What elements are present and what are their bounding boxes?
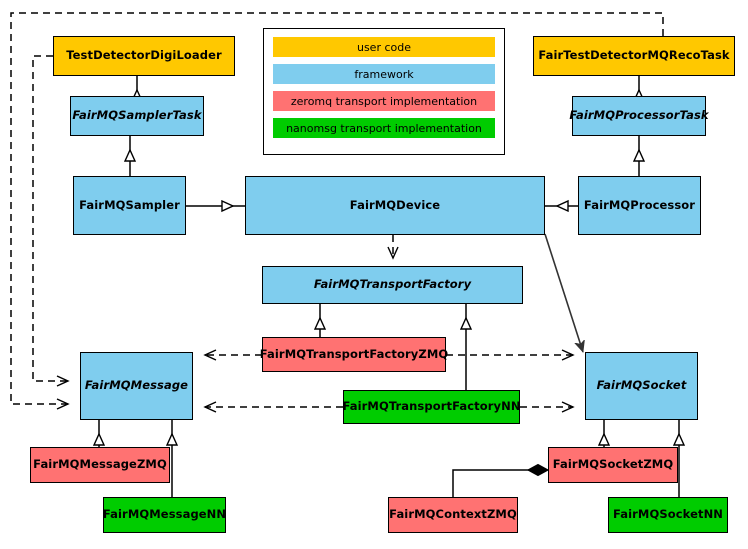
class-node-label: FairTestDetectorMQRecoTask	[538, 48, 730, 63]
class-node-fairmqsamplertask[interactable]: FairMQSamplerTask	[70, 96, 204, 136]
class-node-label: FairMQTransportFactoryNN	[342, 399, 521, 414]
class-node-fairmqsampler[interactable]: FairMQSampler	[73, 176, 186, 235]
class-node-fairmqtransportfactoryzmq[interactable]: FairMQTransportFactoryZMQ	[259, 337, 449, 372]
class-node-label: FairMQMessage	[84, 378, 189, 393]
class-node-label: FairMQProcessorTask	[569, 108, 709, 123]
class-node-label: TestDetectorDigiLoader	[66, 48, 222, 63]
class-node-label: FairMQSocketZMQ	[552, 457, 674, 472]
class-node-label: FairMQSamplerTask	[72, 108, 202, 123]
legend: user code framework zeromq transport imp…	[263, 28, 505, 155]
class-node-fairtestdetectormqrecotask[interactable]: FairTestDetectorMQRecoTask	[533, 36, 735, 76]
class-node-fairmqmessagenn[interactable]: FairMQMessageNN	[103, 497, 226, 533]
class-node-label: FairMQSocketNN	[612, 507, 724, 522]
class-node-label: FairMQDevice	[349, 197, 441, 212]
class-node-fairmqprocessortask[interactable]: FairMQProcessorTask	[569, 96, 709, 136]
class-node-fairmqmessagezmq[interactable]: FairMQMessageZMQ	[30, 447, 170, 483]
legend-label-user-code: user code	[356, 40, 412, 54]
class-node-fairmqsocketnn[interactable]: FairMQSocketNN	[608, 497, 728, 533]
class-node-fairmqtransportfactory[interactable]: FairMQTransportFactory	[262, 266, 523, 304]
edge-device-to-socket	[544, 233, 583, 352]
class-node-label: FairMQSampler	[79, 197, 180, 212]
class-node-testdetectordigiloader[interactable]: TestDetectorDigiLoader	[53, 36, 235, 76]
legend-item-framework: framework	[273, 64, 495, 84]
legend-label-zeromq: zeromq transport implementation	[290, 94, 478, 108]
class-node-fairmqsocketzmq[interactable]: FairMQSocketZMQ	[548, 447, 678, 483]
class-node-fairmqtransportfactorynn[interactable]: FairMQTransportFactoryNN	[342, 390, 521, 424]
class-node-label: FairMQTransportFactoryZMQ	[259, 346, 449, 361]
class-node-fairmqprocessor[interactable]: FairMQProcessor	[578, 176, 701, 235]
legend-item-nanomsg: nanomsg transport implementation	[273, 118, 495, 138]
class-node-label: FairMQMessageNN	[102, 507, 227, 522]
class-node-fairmqmessage[interactable]: FairMQMessage	[80, 352, 193, 420]
class-node-label: FairMQContextZMQ	[389, 507, 517, 522]
class-node-label: FairMQSocket	[596, 378, 687, 393]
class-node-fairmqdevice[interactable]: FairMQDevice	[245, 176, 545, 235]
class-node-label: FairMQTransportFactory	[313, 277, 472, 292]
legend-label-nanomsg: nanomsg transport implementation	[286, 121, 482, 135]
class-node-label: FairMQMessageZMQ	[33, 457, 167, 472]
class-node-fairmqcontextzmq[interactable]: FairMQContextZMQ	[388, 497, 518, 533]
composition-diamond-icon	[526, 463, 550, 477]
legend-item-zeromq: zeromq transport implementation	[273, 91, 495, 111]
edge-digiloader-to-message	[32, 55, 70, 387]
legend-label-framework: framework	[354, 67, 414, 81]
class-node-fairmqsocket[interactable]: FairMQSocket	[585, 352, 698, 420]
legend-item-user-code: user code	[273, 37, 495, 57]
class-node-label: FairMQProcessor	[583, 197, 696, 212]
